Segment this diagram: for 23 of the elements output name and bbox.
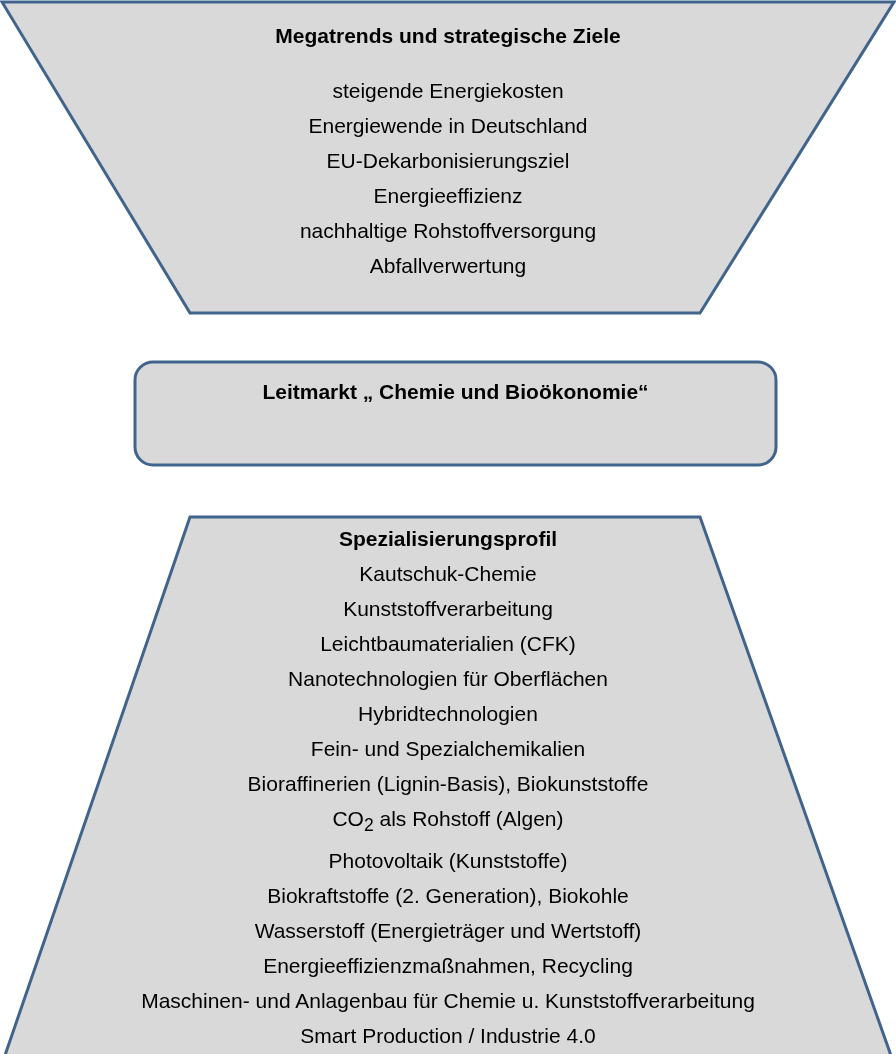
list-item-text: Energiewende in Deutschland bbox=[308, 113, 588, 139]
list-item-text: nachhaltige Rohstoffversorgung bbox=[299, 218, 597, 244]
list-item-text: Nanotechnologien für Oberflächen bbox=[288, 666, 608, 692]
heading-text: Spezialisierungsprofil bbox=[338, 526, 558, 552]
list-item-text: steigende Energiekosten bbox=[332, 78, 564, 104]
list-item-text: Energieeffizienzmaßnahmen, Recycling bbox=[263, 953, 633, 980]
list-item-text: Maschinen- und Anlagenbau für Chemie u. Kunststoffverarbeitung bbox=[141, 988, 755, 1015]
heading-text: Leitmarkt „ Chemie und Bioökonomie“ bbox=[261, 379, 650, 405]
list-item-text: Bioraffinerien (Lignin-Basis), Biokunststoffe bbox=[247, 771, 649, 797]
list-item-text: Kautschuk-Chemie bbox=[359, 561, 537, 587]
list-item-text: Fein- und Spezialchemikalien bbox=[310, 736, 586, 762]
list-item-text: Biokraftstoffe (2. Generation), Biokohle bbox=[267, 883, 629, 910]
list-item-text: CO$_{2}$ als Rohstoff (Algen) bbox=[332, 806, 564, 838]
list-item-text: EU-Dekarbonisierungsziel bbox=[326, 148, 570, 174]
list-item-text: Abfallverwertung bbox=[369, 253, 527, 279]
list-item-text: Hybridtechnologien bbox=[358, 701, 538, 727]
list-item-text: Smart Production / Industrie 4.0 bbox=[300, 1023, 596, 1050]
list-item-text: Leichtbaumaterialien (CFK) bbox=[320, 631, 576, 657]
list-item-text: Kunststoffverarbeitung bbox=[343, 596, 553, 622]
heading-text: Megatrends und strategische Ziele bbox=[275, 23, 621, 49]
list-item-text: Photovoltaik (Kunststoffe) bbox=[328, 848, 568, 875]
list-item-text: Energieeffizienz bbox=[373, 183, 523, 209]
list-item-text: Wasserstoff (Energieträger und Wertstoff) bbox=[254, 918, 642, 945]
